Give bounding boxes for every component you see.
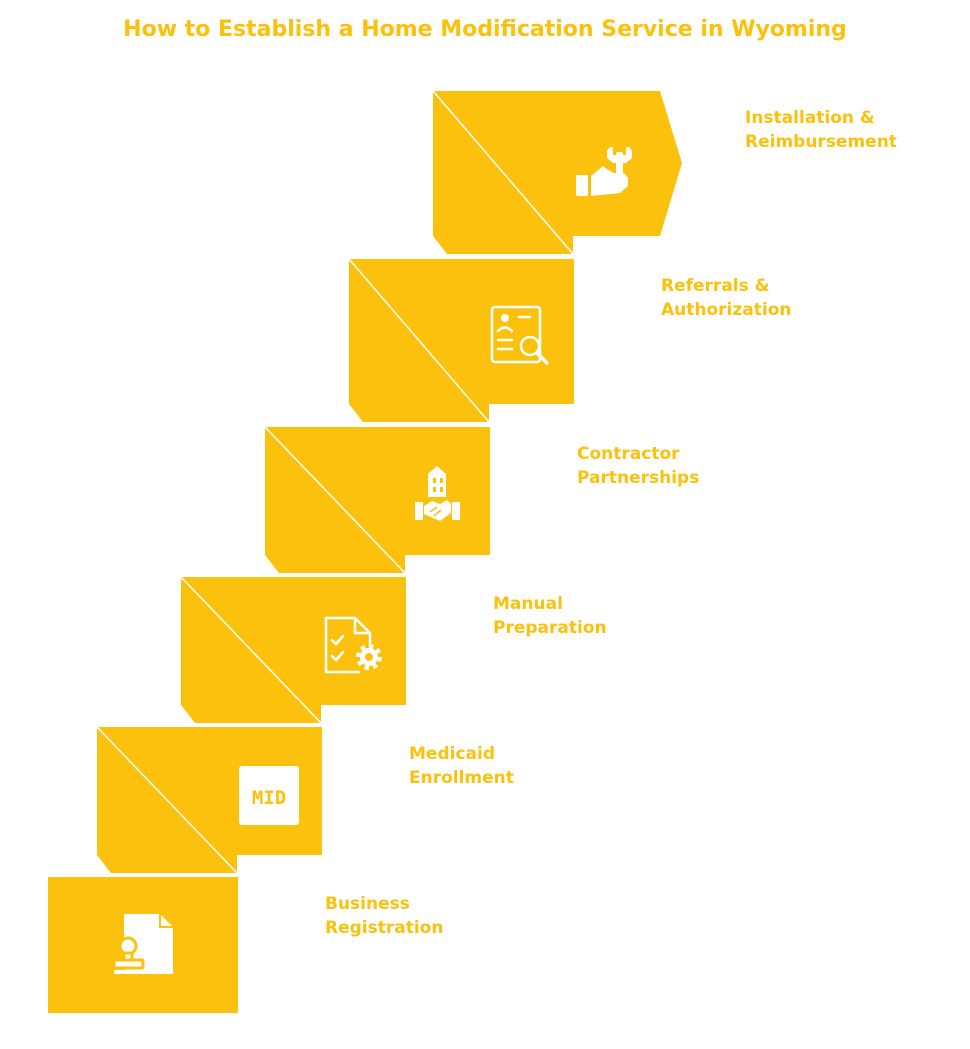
step-manual-preparation: Manual Preparation [180,576,607,724]
step-referrals-authorization: Referrals & Authorization [348,258,791,423]
step-title-line2: Partnerships [577,468,699,488]
step-title-line2: Registration [325,918,443,938]
diagram-title: How to Establish a Home Modification Ser… [123,17,847,42]
document-search-icon [490,305,549,365]
document-stamp-icon [112,914,173,974]
hand-wrench-icon [576,147,632,196]
step-title-line2: Reimbursement [745,132,897,152]
mid-badge-text: MID [252,787,286,809]
handshake-building-icon [415,466,460,521]
step-title-line2: Preparation [493,618,607,638]
step-title-line1: Business [325,894,410,914]
step-business-registration: Business Registration [48,877,443,1013]
step-title-line2: Authorization [661,300,791,320]
step-title-line1: Manual [493,594,563,614]
step-title-line1: Referrals & [661,276,770,296]
step-title-line1: Installation & [745,108,875,128]
step-contractor-partnerships: Contractor Partnerships [264,426,699,574]
step-medicaid-enrollment: MID Medicaid Enrollment [96,726,514,874]
mid-badge-icon: MID [239,766,299,825]
step-fold-line [180,576,322,724]
step-title-line1: Medicaid [409,744,495,764]
step-fold-line [96,726,238,874]
checklist-gear-icon [324,616,382,674]
step-installation-reimbursement: Installation & Reimbursement [432,90,897,255]
step-fold-line [432,90,574,255]
step-title-line2: Enrollment [409,768,514,788]
step-title-line1: Contractor [577,444,680,464]
step-fold-line [348,258,490,423]
step-fold-line [264,426,406,574]
